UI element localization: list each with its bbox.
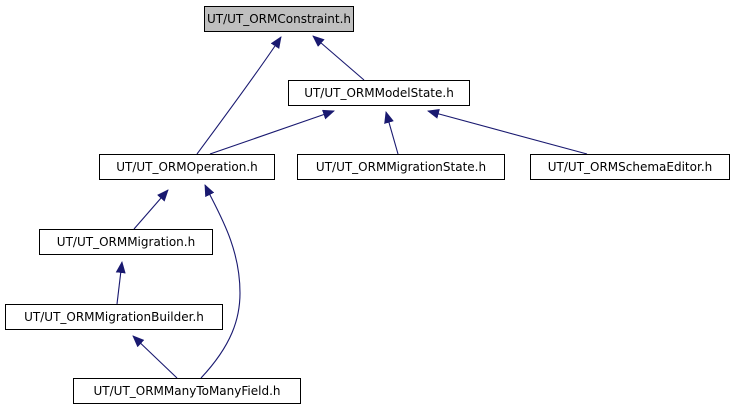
edge-modelstate-to-constraint: [312, 35, 365, 81]
edge-migrationbuilder-to-migration: [115, 261, 126, 305]
edge-schemaeditor-to-modelstate: [427, 109, 588, 155]
node-constraint: UT/UT_ORMConstraint.h: [204, 6, 354, 32]
edge-manytomany-to-operation: [200, 184, 241, 379]
node-modelstate[interactable]: UT/UT_ORMModelState.h: [288, 80, 470, 106]
node-migrationbuilder[interactable]: UT/UT_ORMMigrationBuilder.h: [5, 304, 223, 330]
node-schemaeditor[interactable]: UT/UT_ORMSchemaEditor.h: [530, 154, 730, 180]
edge-migrationstate-to-modelstate: [384, 111, 399, 155]
edge-operation-to-modelstate: [209, 109, 335, 155]
node-manytomany[interactable]: UT/UT_ORMManyToManyField.h: [73, 378, 301, 404]
edge-manytomany-to-migrationbuilder: [132, 335, 178, 379]
edge-migration-to-operation: [133, 189, 169, 230]
node-operation[interactable]: UT/UT_ORMOperation.h: [99, 154, 275, 180]
edge-operation-to-constraint: [196, 36, 282, 155]
node-migration[interactable]: UT/UT_ORMMigration.h: [39, 229, 213, 255]
node-migrationstate[interactable]: UT/UT_ORMMigrationState.h: [297, 154, 505, 180]
